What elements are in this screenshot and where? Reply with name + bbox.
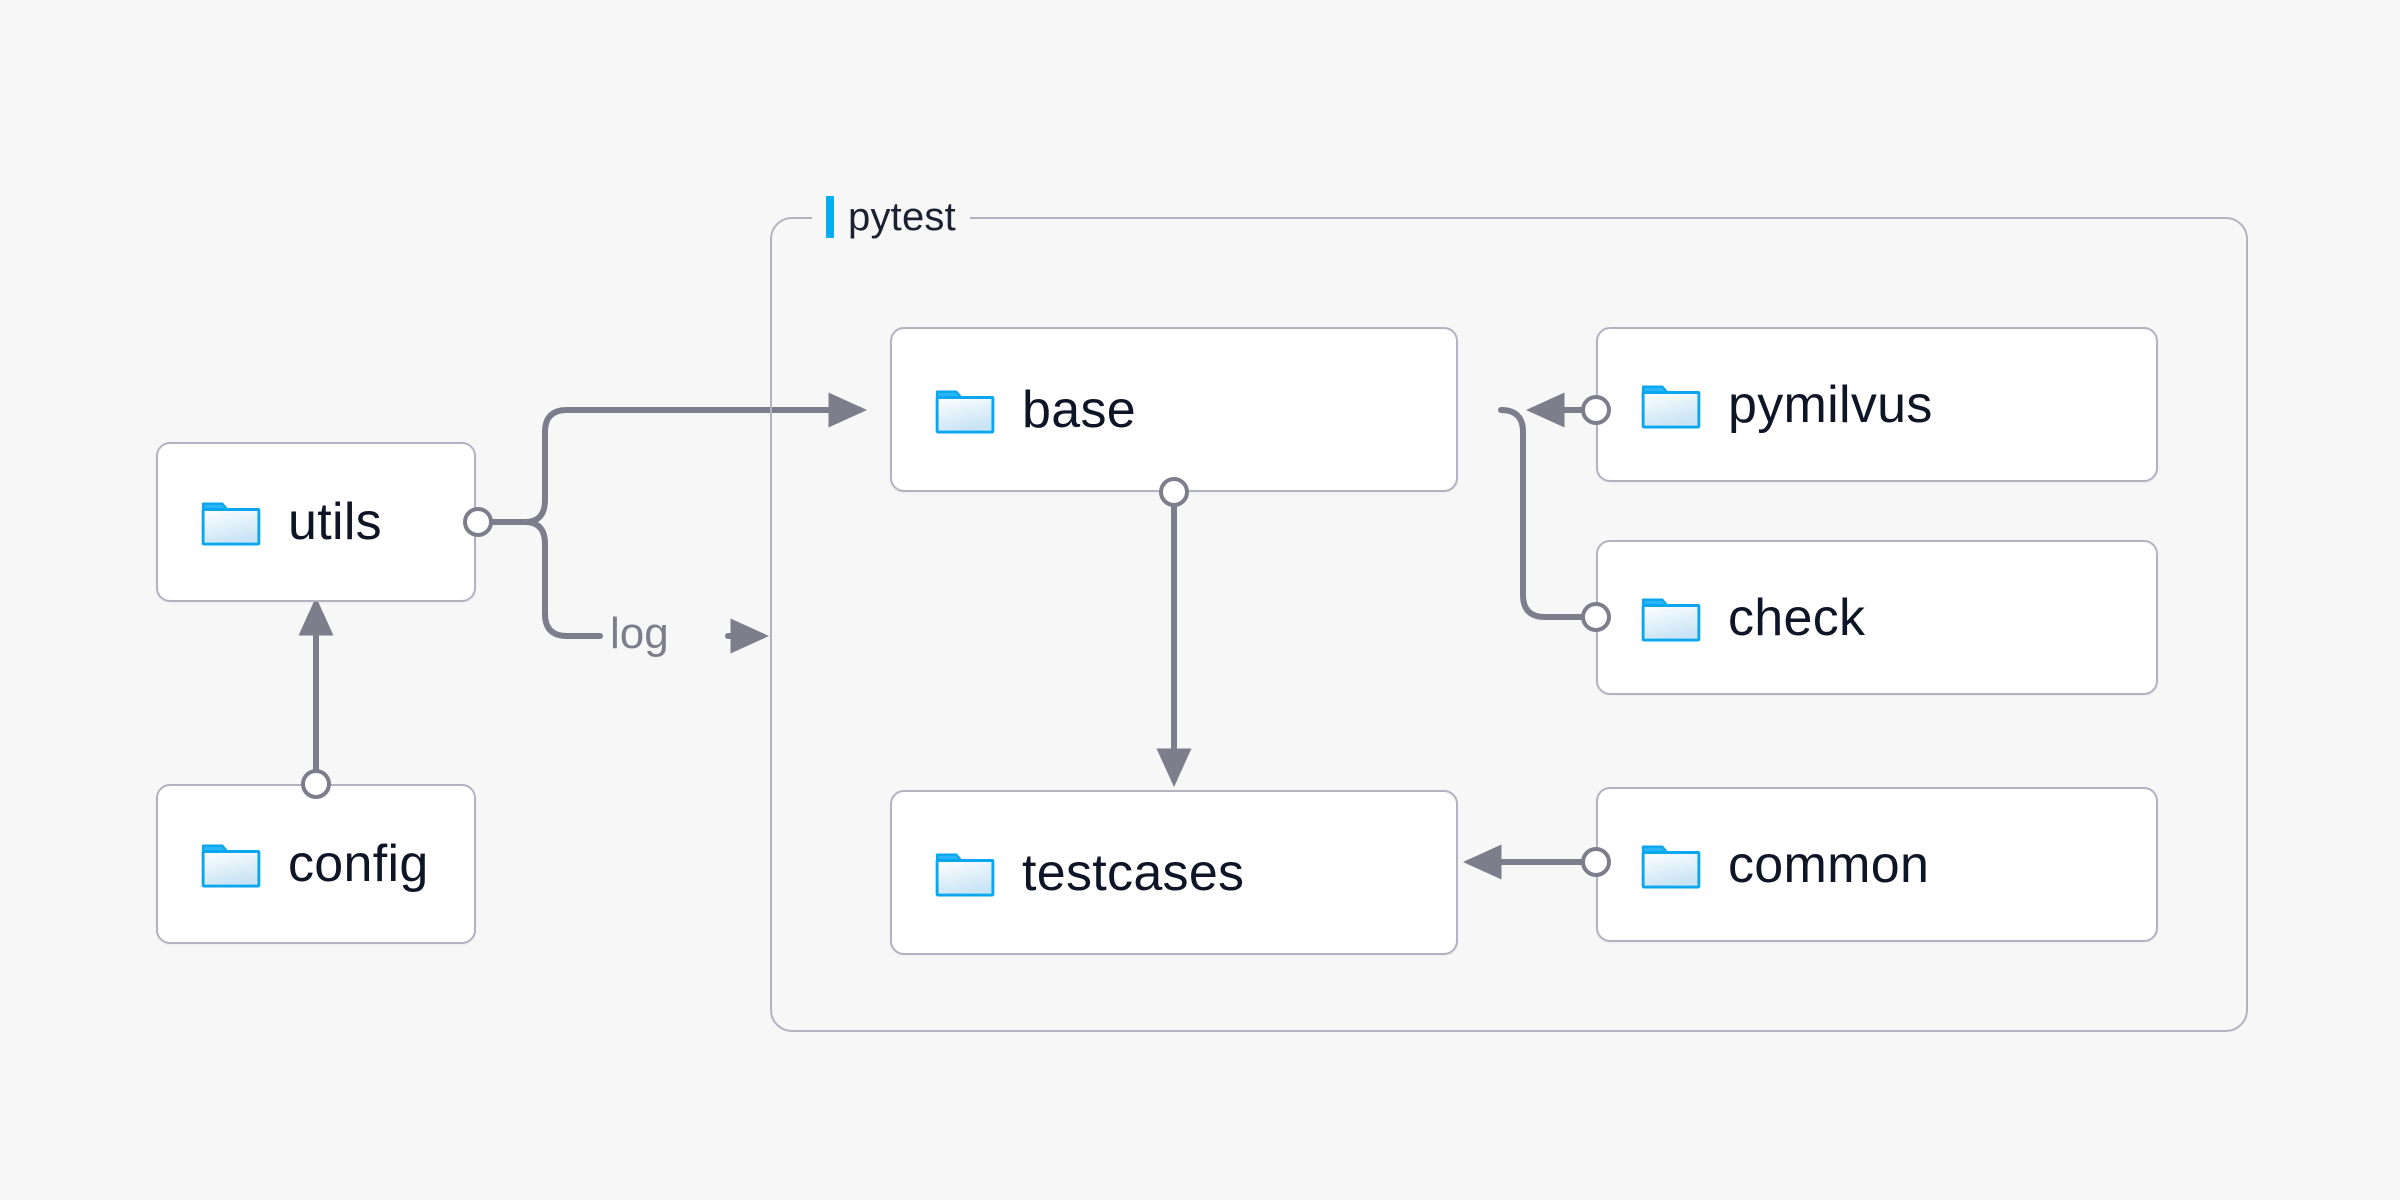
edge-utils-to-log — [522, 519, 603, 639]
folder-icon — [935, 853, 995, 897]
node-common[interactable]: common — [1596, 787, 2158, 942]
folder-icon — [935, 390, 995, 434]
port-config-top[interactable] — [301, 769, 331, 799]
group-label-pytest: pytest — [812, 190, 970, 244]
group-label-text: pytest — [848, 194, 956, 239]
folder-icon — [201, 502, 261, 546]
folder-icon — [201, 844, 261, 888]
node-label-config: config — [288, 835, 429, 893]
folder-icon — [1641, 845, 1701, 889]
folder-icon — [1641, 598, 1701, 642]
node-pymilvus[interactable]: pymilvus — [1596, 327, 2158, 482]
node-testcases[interactable]: testcases — [890, 790, 1458, 955]
port-base-bottom[interactable] — [1159, 477, 1189, 507]
port-pymilvus-left[interactable] — [1581, 395, 1611, 425]
port-check-left[interactable] — [1581, 602, 1611, 632]
node-utils[interactable]: utils — [156, 442, 476, 602]
node-config[interactable]: config — [156, 784, 476, 944]
group-accent-bar-icon — [826, 196, 834, 238]
node-base[interactable]: base — [890, 327, 1458, 492]
node-label-check: check — [1728, 588, 1866, 647]
edge-label-log: log — [604, 612, 675, 656]
node-label-common: common — [1728, 835, 1930, 894]
port-common-left[interactable] — [1581, 847, 1611, 877]
node-label-utils: utils — [288, 493, 382, 551]
node-label-testcases: testcases — [1022, 843, 1245, 902]
node-label-pymilvus: pymilvus — [1728, 375, 1933, 434]
group-container-pytest — [770, 217, 2248, 1032]
folder-icon — [1641, 385, 1701, 429]
port-utils-right[interactable] — [463, 507, 493, 537]
node-check[interactable]: check — [1596, 540, 2158, 695]
node-label-base: base — [1022, 380, 1136, 439]
